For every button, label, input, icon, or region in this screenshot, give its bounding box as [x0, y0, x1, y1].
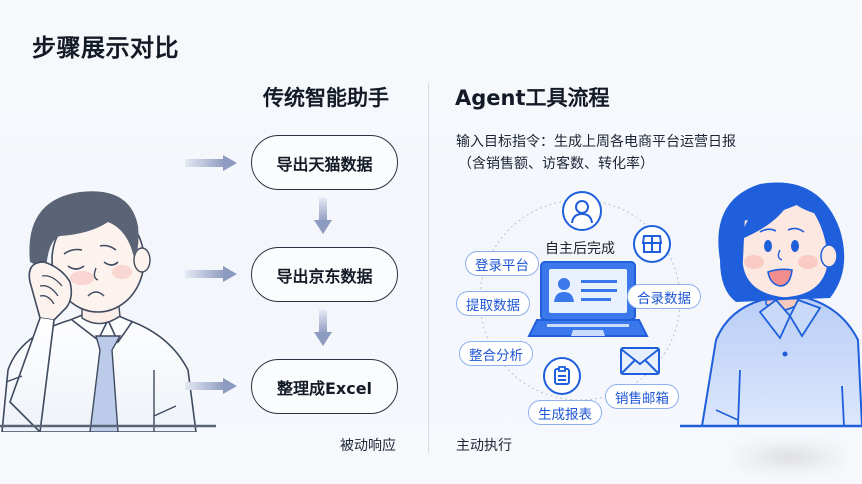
- column-divider: [428, 83, 429, 453]
- tag-label: 销售邮箱: [615, 390, 669, 407]
- step-export-jd: 导出京东数据: [251, 247, 398, 302]
- autonomous-completion-label: 自主后完成: [545, 241, 615, 257]
- arrow-right-icon: [185, 155, 237, 171]
- passive-response-caption: 被动响应: [340, 438, 396, 454]
- store-icon: [633, 225, 671, 263]
- tag-generate-report: 生成报表: [528, 400, 602, 425]
- tag-sales-mailbox: 销售邮箱: [605, 384, 679, 409]
- arrow-right-icon: [185, 378, 237, 394]
- tag-label: 合录数据: [637, 290, 691, 307]
- instruction-line-2: （含销售额、访客数、转化率）: [458, 156, 654, 172]
- tag-label: 登录平台: [475, 257, 529, 274]
- instruction-line-1: 输入目标指令：生成上周各电商平台运营日报: [456, 134, 736, 150]
- user-icon: [562, 191, 602, 231]
- arrow-down-icon: [314, 310, 332, 346]
- mail-icon: [620, 347, 660, 375]
- goal-instruction: 输入目标指令：生成上周各电商平台运营日报 （含销售额、访客数、转化率）: [456, 131, 736, 175]
- agent-flow-title: Agent工具流程: [455, 86, 610, 110]
- traditional-assistant-title: 传统智能助手: [263, 86, 389, 110]
- tag-label: 生成报表: [538, 406, 592, 423]
- tag-record-data: 合录数据: [627, 284, 701, 309]
- tag-label: 整合分析: [469, 347, 523, 364]
- watermark-blur: [735, 440, 845, 474]
- tag-label: 提取数据: [466, 297, 520, 314]
- step-export-tmall: 导出天猫数据: [251, 135, 398, 190]
- arrow-down-icon: [314, 198, 332, 234]
- page-title: 步骤展示对比: [32, 34, 179, 62]
- tag-login-platform: 登录平台: [465, 251, 539, 276]
- tag-extract-data: 提取数据: [456, 291, 530, 316]
- active-execution-caption: 主动执行: [456, 438, 512, 454]
- step-organize-excel: 整理成Excel: [251, 359, 398, 414]
- step-label: 导出京东数据: [276, 266, 373, 286]
- happy-woman-illustration: [680, 182, 862, 428]
- clipboard-icon: [543, 357, 581, 395]
- tired-office-worker-illustration: [0, 191, 216, 432]
- arrow-right-icon: [185, 266, 237, 282]
- step-label: 整理成Excel: [276, 378, 373, 398]
- tag-integrate-analysis: 整合分析: [459, 341, 533, 366]
- step-label: 导出天猫数据: [276, 154, 373, 174]
